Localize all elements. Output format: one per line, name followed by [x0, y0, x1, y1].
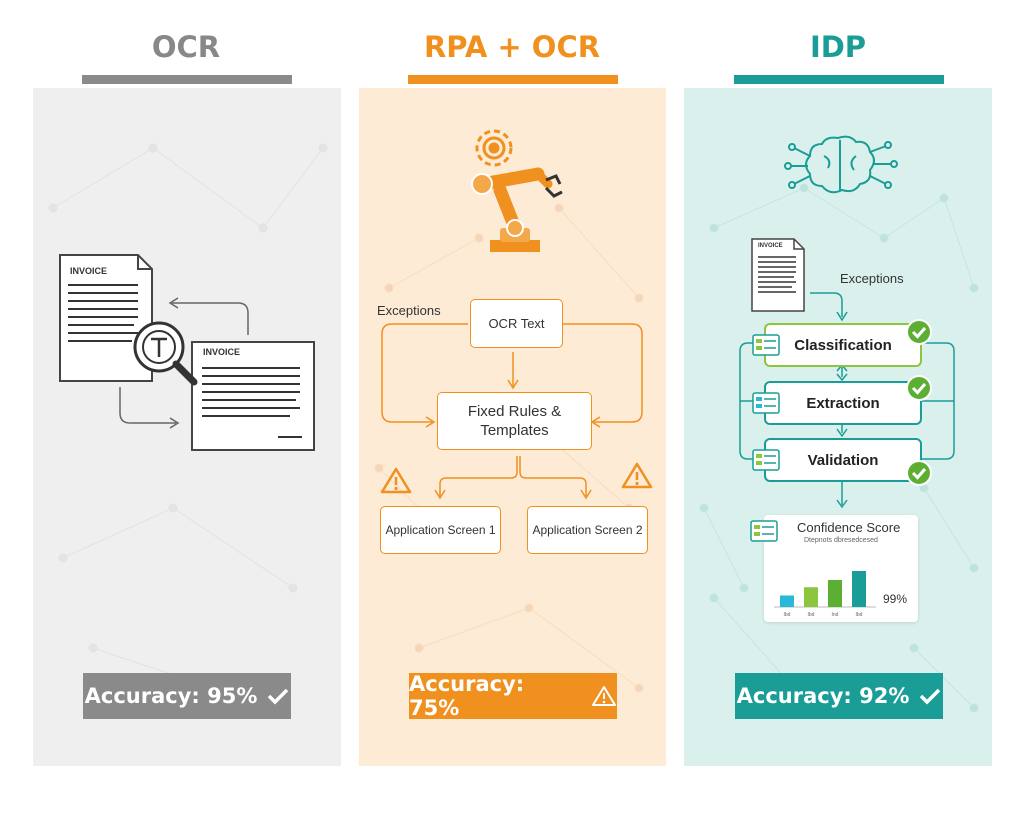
document-fields-icon	[750, 520, 778, 542]
document-fields-icon	[752, 449, 780, 471]
ocr-title-bar	[82, 75, 292, 84]
application-screen-2-box: Application Screen 2	[527, 506, 648, 554]
ocr-text-box: OCR Text	[470, 299, 563, 348]
confidence-title: Confidence Score	[797, 520, 901, 535]
confidence-subtitle: Dtepnots dbresedcesed	[804, 537, 878, 544]
ocr-network-background	[48, 143, 328, 693]
confidence-bar-chart: Ibd Ibd Ind Ibd	[774, 571, 876, 618]
ocr-accuracy-text: Accuracy: 95%	[84, 684, 258, 708]
check-circle-icon	[906, 319, 932, 345]
idp-title: IDP	[809, 30, 867, 64]
chart-bar-label: Ibd	[784, 612, 791, 618]
validation-label: Validation	[807, 451, 879, 469]
idp-accuracy-badge: Accuracy: 92%	[735, 673, 943, 719]
invoice-document-icon	[59, 254, 153, 382]
rpa-accuracy-badge: Accuracy: 75%	[409, 672, 617, 720]
rpa-accuracy-text: Accuracy: 75%	[409, 672, 525, 720]
validation-stage: Validation	[764, 438, 922, 482]
document-fields-icon	[752, 334, 780, 356]
check-icon	[268, 688, 289, 705]
fixed-rules-templates-box: Fixed Rules & Templates	[437, 392, 592, 450]
classification-label: Classification	[794, 336, 892, 354]
check-circle-icon	[906, 375, 932, 401]
confidence-score-card: Confidence Score Dtepnots dbresedcesed I…	[764, 515, 918, 622]
idp-title-bar	[734, 75, 944, 84]
invoice-document-icon	[751, 238, 805, 312]
chart-bar	[780, 595, 794, 607]
invoice-label-2: INVOICE	[203, 347, 241, 357]
warning-icon	[380, 467, 412, 494]
magnifier-text-icon	[133, 321, 198, 386]
warning-icon	[621, 462, 653, 489]
chart-bar	[828, 580, 842, 607]
invoice-label-1: INVOICE	[70, 266, 108, 276]
check-icon	[920, 688, 941, 705]
chart-bar-label: Ind	[832, 612, 839, 618]
rpa-title-bar	[408, 75, 618, 84]
idp-accuracy-text: Accuracy: 92%	[736, 684, 910, 708]
ocr-flow-arrows	[119, 297, 249, 429]
idp-panel	[684, 88, 992, 766]
idp-exceptions-label: Exceptions	[840, 271, 904, 286]
idp-invoice-label: INVOICE	[758, 243, 783, 249]
invoice-document-icon	[191, 341, 315, 451]
chart-bar-label: Ibd	[856, 612, 863, 618]
warning-icon	[592, 686, 617, 706]
ocr-title: OCR	[151, 30, 221, 64]
idp-flow-connectors	[739, 292, 955, 509]
rpa-flow-connectors	[381, 323, 643, 500]
robot-arm-gear-icon	[471, 129, 563, 252]
chart-bar-label: Ibd	[808, 612, 815, 618]
chart-bar	[804, 587, 818, 607]
chart-bar	[852, 571, 866, 607]
brain-network-icon	[784, 135, 898, 194]
extraction-stage: Extraction	[764, 381, 922, 425]
document-fields-icon	[752, 392, 780, 414]
confidence-value: 99%	[883, 592, 908, 606]
rpa-exceptions-label: Exceptions	[377, 303, 441, 318]
extraction-label: Extraction	[806, 394, 880, 412]
classification-stage: Classification	[764, 323, 922, 367]
rpa-title: RPA + OCR	[423, 30, 601, 64]
check-circle-icon	[906, 460, 932, 486]
ocr-accuracy-badge: Accuracy: 95%	[83, 673, 291, 719]
fixed-rules-text: Fixed Rules & Templates	[467, 403, 562, 439]
application-screen-1-box: Application Screen 1	[380, 506, 501, 554]
